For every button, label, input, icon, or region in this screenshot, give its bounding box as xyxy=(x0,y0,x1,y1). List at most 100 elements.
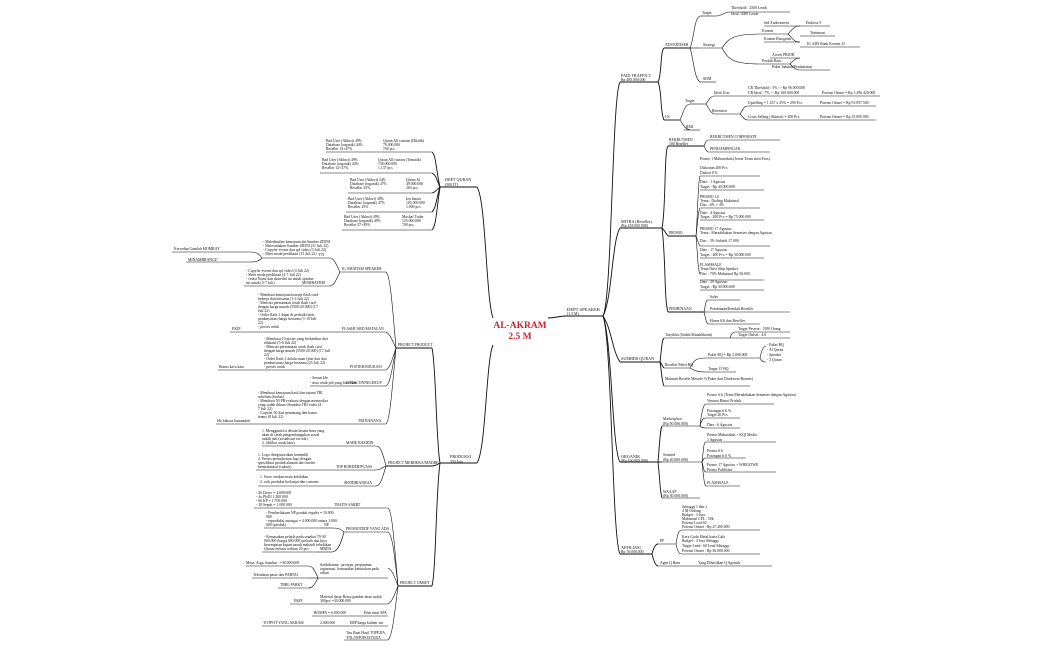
promo2-e: Target : 200 Pcs = Rp 75.000.000 xyxy=(700,215,751,219)
mitra-sub: (Rp 418.000.000) xyxy=(621,224,649,228)
target-value-1: Threshold : 2500 Leads xyxy=(731,6,767,10)
ig-item: - Copyfer events dan spl video (3 Juli 2… xyxy=(263,248,327,252)
tbi-label: TBI BANANA xyxy=(358,419,382,423)
strategi-label: Strategi xyxy=(703,43,715,47)
organik-label: ORGANIK xyxy=(621,454,640,459)
sq-reseller: Reseller Paket BQ xyxy=(665,363,693,367)
mitra-branch: MITRA (Reseller) (Rp 418.000.000) REKRUT… xyxy=(620,135,790,325)
poster-item: pembayaran (harga bersama (25 Juli 22) xyxy=(264,361,326,365)
poster-item: edukatif (5-6 Juli 22) xyxy=(264,341,297,345)
ig-ads-rank: IG ADS Rank Konten 15 xyxy=(807,42,845,46)
sdm-label: SDM xyxy=(703,77,712,81)
promo3-b: Tema : Meradekakan Semester dengan Agust… xyxy=(700,231,772,235)
poster-item: dengan harga murah (5500-20.000) (17 Jul… xyxy=(264,349,330,353)
ig-label: IG SMATISM SPEAKER xyxy=(342,267,382,271)
np-item: 000 (produk) xyxy=(266,523,287,527)
flashsale-title: FLASHSALE xyxy=(700,263,722,267)
wa-sub: (Rp 30.000.000) xyxy=(663,494,689,498)
dq-item: Reseller 12+47% xyxy=(322,166,349,170)
sem-label: SEMDHIANIGIA xyxy=(344,481,372,485)
bmpa-value: Print mini SPA xyxy=(364,611,387,615)
mb-item: 1. Mengganti/isi desain desain baru yang xyxy=(262,429,324,433)
dept-quran-sub: (500 JT) xyxy=(445,183,459,187)
promo3-e: Target : 200 Pcs = Rp 30.000.000 xyxy=(700,253,751,257)
tbi-item: - Membuat 50 PR evaluasi dengan memeriks… xyxy=(258,399,328,403)
pembinaan-3: Home Kli dan Reseller xyxy=(710,319,746,323)
pembinaan-1: Sales xyxy=(710,295,719,299)
rekrutmen-label: REKRUTMEN xyxy=(669,138,693,142)
dept-speaker-sub: (1.5 M) xyxy=(567,312,579,316)
mba-item: Sarthikumat : proseps, perpisanan, xyxy=(320,563,372,568)
retensi-label: Retention xyxy=(712,109,727,113)
flashcard-item: dengan harga murah (5500-20.000) (17 xyxy=(258,305,318,309)
ideal-user-value-1: CR Threshold : 5% -> Rp 96.000.000 xyxy=(748,86,805,90)
dq-item: Reseller 27+49% xyxy=(344,223,371,227)
project-merdeka-label: PROJECT MERDEKA/MADRE xyxy=(388,461,439,465)
dq-item: 1.000 pcs xyxy=(406,205,421,209)
prog-item: - cetasi Nomi dan sharedin ini untuk spe… xyxy=(246,277,315,281)
produksi-branch: PRODUKSI 350 Juta PROJECT PRODUCT IG SMA… xyxy=(172,240,477,641)
sosmed-sub: (Rp 20.000.000) xyxy=(663,458,689,462)
pf-label: PF xyxy=(660,539,664,543)
mitra-omset-item: kesempatan kapan nasuh makaidi sebelukan xyxy=(264,543,331,547)
mitra-label: MITRA (Reseller) xyxy=(621,219,652,224)
konten-bisogram: Konten Bisogram xyxy=(764,37,791,41)
tpc-label: TOTPOT YANG AKRAM xyxy=(263,621,304,625)
dq-item: 49.000.000 xyxy=(406,182,423,186)
sosmed-promo1: Promo Mubarakah + KQI Media xyxy=(707,433,757,437)
flashcard-item: pembayaran (harga bersama (1-10 Juli xyxy=(258,317,316,321)
tbi-item: - Membuat kemajuan hasil dan tujuan TBI xyxy=(258,391,323,395)
dq-item: Bad User (Akhwi) 49% xyxy=(326,139,363,143)
flashcard-label: FLASHCARD MATALAN xyxy=(342,327,384,331)
prog-item: - Meet mode prediksan (4-7 Juli 22) xyxy=(246,273,302,277)
pembinaan-2: Pembinaan/Kendali Reseller xyxy=(710,307,754,311)
cross-selling: Cross Selling (Akhirat) = 200 Pcs xyxy=(748,115,800,119)
sosmed-promo1-b: 1 Agustus xyxy=(707,438,723,442)
agen-value: Yang Dihasilkan Q Agensik xyxy=(698,561,740,565)
dept-quran-label: DEPT QURAN xyxy=(445,177,471,182)
sq-target: Target 15 BQ xyxy=(708,367,729,371)
mitra-omset-item: 000.000 (harga 000.000) pelatih dua kiya xyxy=(264,539,327,543)
sumber-quran-label: SUMBER QURAN xyxy=(621,356,654,361)
pf-item: Sibtaggs 1 dan 1 xyxy=(682,505,707,509)
dq-item: Database (organik) 49% xyxy=(344,219,382,223)
prog-item: - Copyfer events dan spl video (4 Juli 2… xyxy=(246,269,310,273)
flashcard-item: Juli 22) xyxy=(258,309,270,313)
dq-item: 700 pcs xyxy=(383,147,395,151)
mb-item: akan di cetak pengembanguhan sosial xyxy=(262,433,319,437)
sq-option: - Al Quran xyxy=(767,348,783,352)
flashsale-c: Disc : 70% Maksimal Rp 50.000 xyxy=(700,272,750,276)
paid-traffic-label: PAID TRAFFICT xyxy=(621,73,652,78)
flashsale-b: Tema Nirsi Ship Speaker xyxy=(700,267,739,271)
ig-item: - Meledmalise kemajuan dai Sumber ZIDNI xyxy=(263,240,331,244)
sem-item: 2. cetk produksi berlanjut dan custome xyxy=(260,480,319,484)
dq-item: 700 pcs xyxy=(402,223,414,227)
poster-item: - proses cetak xyxy=(264,365,285,369)
poster-label: POSTER EDUKASI xyxy=(350,365,382,369)
flashcard-left: EKIP xyxy=(232,327,240,331)
market-target: Target 20 Pcs xyxy=(707,413,728,417)
prog-label: MOMRAYREI xyxy=(302,281,326,285)
traits-label: TRAITS SARRT xyxy=(334,503,361,507)
flashcard-item: - proses cetak xyxy=(258,325,279,329)
top-item: beemaksimal (sukses) xyxy=(258,465,292,469)
mitra-omset-item: - Kemasukan pelatih pada sepakat 70-30 xyxy=(264,535,326,539)
traits-item: - 26 Dowe = 4.000.000 xyxy=(256,491,291,495)
flashsale-e: Target : Rp 30.000.000 xyxy=(700,285,735,289)
sq-option: - Paket BQ xyxy=(767,343,784,347)
cs-target-label: Target xyxy=(685,99,696,103)
cs-label: CS xyxy=(665,115,670,119)
dq-item: Database (organik) 47% xyxy=(348,201,386,205)
center-title: AL-AKRAM xyxy=(493,321,546,331)
poster-item: - Order flash 1 dalulu muat (jilat dari … xyxy=(264,357,327,361)
traits-item: - 4x PlyEI 1.200.000 xyxy=(256,495,288,499)
flashcard-item: bekerja dan bersama (1-4 Juli 22) xyxy=(258,297,310,301)
target-label: Target xyxy=(702,11,713,15)
poster-item: - Mencari permintaan cetak flash card xyxy=(264,345,322,349)
dq-item: Reseller 12+47% xyxy=(326,147,353,151)
sq-option: - Speaker xyxy=(767,353,782,357)
np-item: 000 xyxy=(266,515,272,519)
pf-item: Potensi Omset : Rp 36.000.000 xyxy=(682,549,730,553)
dq-item: 263 pcs xyxy=(406,186,418,190)
